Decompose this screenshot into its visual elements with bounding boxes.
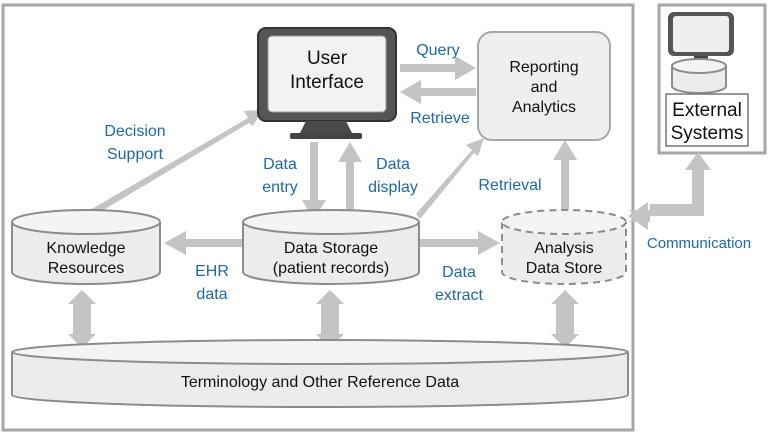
data-storage-cylinder: Data Storage (patient records) xyxy=(242,209,420,285)
data-entry-label-line2: entry xyxy=(262,179,298,196)
data-display-label-line1: Data xyxy=(376,156,410,173)
retrieve-label: Retrieve xyxy=(410,110,470,127)
analysis-terminology-arrow xyxy=(551,290,579,348)
knowledge-terminology-arrow xyxy=(68,290,96,348)
retrieval-label: Retrieval xyxy=(478,177,541,194)
external-systems: External Systems xyxy=(665,12,749,147)
external-label-line2: Systems xyxy=(671,123,744,144)
retrieval-arrow-analysis xyxy=(553,140,577,213)
decision-support-label-line1: Decision xyxy=(104,123,165,140)
data-entry-label-line1: Data xyxy=(263,156,297,173)
query-arrow xyxy=(400,56,476,80)
decision-support-arrow xyxy=(90,110,262,215)
communication-arrowhead xyxy=(628,202,648,230)
data-extract-label-line1: Data xyxy=(442,264,476,281)
data-storage-label-line2: (patient records) xyxy=(273,260,390,277)
data-display-arrow xyxy=(338,142,362,220)
user-interface-label-line1: User xyxy=(307,48,348,69)
communication-arrow xyxy=(628,152,711,222)
reporting-label-line3: Analytics xyxy=(512,99,576,116)
user-interface-label-line2: Interface xyxy=(290,72,364,93)
data-display-label-line2: display xyxy=(368,179,418,196)
ehr-data-arrow xyxy=(164,231,243,255)
communication-label: Communication xyxy=(647,235,751,252)
arrows xyxy=(68,56,711,348)
reporting-label-line1: Reporting xyxy=(509,59,578,76)
reporting-analytics-box: Reporting and Analytics xyxy=(477,31,611,141)
data-extract-label-line2: extract xyxy=(435,287,484,304)
analysis-label-line2: Data Store xyxy=(526,260,603,277)
knowledge-label-line1: Knowledge xyxy=(46,240,125,257)
reporting-label-line2: and xyxy=(531,79,558,96)
data-extract-arrow xyxy=(420,231,500,255)
terminology-label: Terminology and Other Reference Data xyxy=(181,374,459,391)
ehr-data-label-line2: data xyxy=(196,286,227,303)
analysis-data-store-cylinder: Analysis Data Store xyxy=(501,209,627,285)
storage-terminology-arrow xyxy=(316,290,344,348)
knowledge-label-line2: Resources xyxy=(48,260,124,277)
decision-support-label-line2: Support xyxy=(107,146,164,163)
external-label-line1: External xyxy=(672,100,742,121)
retrieve-arrow xyxy=(400,80,476,104)
query-label: Query xyxy=(416,42,460,59)
analysis-label-line1: Analysis xyxy=(534,240,594,257)
retrieval-arrow-storage xyxy=(416,138,484,219)
knowledge-resources-cylinder: Knowledge Resources xyxy=(11,209,161,285)
ehr-data-label-line1: EHR xyxy=(195,263,229,280)
user-interface-monitor: User Interface xyxy=(257,27,397,139)
data-storage-label-line1: Data Storage xyxy=(284,240,378,257)
terminology-cylinder: Terminology and Other Reference Data xyxy=(11,339,629,408)
data-entry-arrow xyxy=(302,142,326,220)
flow-labels: Query Retrieve Decision Support Data ent… xyxy=(104,42,751,304)
